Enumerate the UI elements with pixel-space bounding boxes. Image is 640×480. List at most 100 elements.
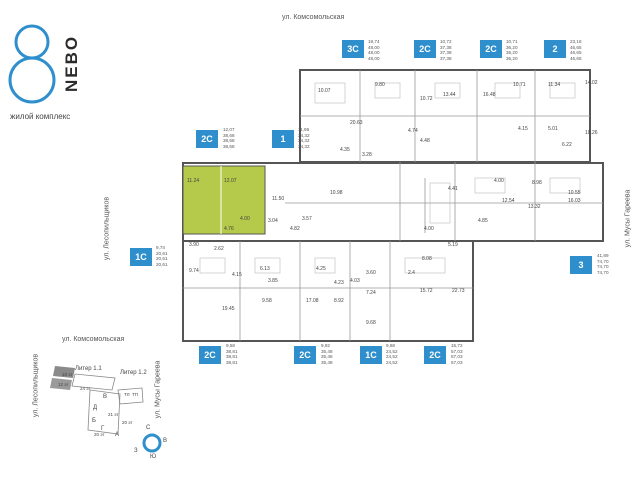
room-area: 10.26 [585, 130, 598, 136]
room-area: 13.32 [528, 204, 541, 210]
compass-east: В [163, 438, 168, 444]
apartment-badge-2c-bottom-3[interactable]: 2C [424, 346, 446, 364]
room-area: 16.48 [483, 92, 496, 98]
room-area: 6.22 [562, 142, 572, 148]
room-area: 4.85 [478, 218, 488, 224]
room-area: 4.15 [518, 126, 528, 132]
mini-floor-label: 24 эт [80, 386, 91, 391]
floor-plan [182, 69, 604, 342]
mini-floor-label: 20 эт [122, 420, 133, 425]
room-area: 10.71 [513, 82, 526, 88]
room-area: 17.08 [306, 298, 319, 304]
room-area: 4.35 [340, 147, 350, 153]
compass-north: С [146, 425, 151, 431]
room-area: 9.68 [366, 320, 376, 326]
apartment-badge-2c-bottom-2[interactable]: 2C [294, 346, 316, 364]
room-area: 3.60 [366, 270, 376, 276]
mini-building-label: Литер 1.2 [120, 370, 147, 376]
apartment-badge-2c-bottom-1[interactable]: 2C [199, 346, 221, 364]
room-area: 10.98 [330, 190, 343, 196]
mini-block-g: Г [101, 426, 105, 432]
mini-building-label: Литер 1.1 [75, 366, 102, 372]
room-area: 4.82 [290, 226, 300, 232]
room-area: 3.85 [268, 278, 278, 284]
room-area: 22.73 [452, 288, 465, 294]
site-map [50, 366, 144, 435]
room-area: 8.92 [334, 298, 344, 304]
room-area: 3.28 [362, 152, 372, 158]
room-area: 4.03 [350, 278, 360, 284]
apartment-badge-2-top[interactable]: 2 [544, 40, 566, 58]
room-area: 2.4 [408, 270, 415, 276]
apartment-badge-3c-top[interactable]: 3C [342, 40, 364, 58]
room-area: 11.34 [548, 82, 561, 88]
mini-street-right: ул. Мусы Гареева [154, 360, 162, 419]
room-area: 12.54 [502, 198, 515, 204]
street-left: ул. Лесопильщиков [103, 196, 111, 261]
room-area: 11.24 [187, 178, 200, 184]
room-area: 4.41 [448, 186, 458, 192]
room-area: 14.02 [585, 80, 598, 86]
room-area: 8.08 [422, 256, 432, 262]
room-area: 4.00 [424, 226, 434, 232]
apartment-badge-1c-left[interactable]: 1C [130, 248, 152, 266]
room-area: 4.25 [316, 266, 326, 272]
room-area: 10.07 [318, 88, 331, 94]
mini-floor-label: 10 эт [62, 372, 73, 377]
apartment-badge-1[interactable]: 1 [272, 130, 294, 148]
room-area: 13.44 [443, 92, 456, 98]
mini-block-a: А [115, 432, 120, 438]
apartment-badge-2c-left[interactable]: 2C [196, 130, 218, 148]
mini-floor-label: ТП [132, 392, 138, 397]
mini-floor-label: 20 эт [94, 432, 105, 437]
street-right: ул. Мусы Гареева [624, 189, 632, 248]
room-area: 10.55 [568, 190, 581, 196]
room-area: 16.03 [568, 198, 581, 204]
mini-street-top: ул. Комсомольская [62, 336, 125, 343]
room-area: 10.72 [420, 96, 433, 102]
room-area: 4.76 [224, 226, 234, 232]
logo-subtitle: жилой комплекс [10, 112, 71, 121]
apartment-badge-2c-top-2[interactable]: 2C [480, 40, 502, 58]
room-area: 9.74 [189, 268, 199, 274]
compass-icon [142, 433, 162, 453]
mini-floor-label: 21 эт [108, 412, 119, 417]
logo-wordmark: NEBO [62, 34, 81, 92]
room-area: 20.63 [350, 120, 363, 126]
mini-street-left: ул. Лесопильщиков [32, 353, 40, 418]
logo-eight [8, 24, 56, 104]
room-area: 4.74 [408, 128, 418, 134]
mini-floor-label: 12 эт [58, 382, 69, 387]
room-area: 6.13 [260, 266, 270, 272]
apartment-badge-2c-top-1[interactable]: 2C [414, 40, 436, 58]
room-area: 3.90 [189, 242, 199, 248]
apartment-badge-1c-bottom[interactable]: 1C [360, 346, 382, 364]
room-area: 4.00 [494, 178, 504, 184]
apartment-badge-3-right[interactable]: 3 [570, 256, 592, 274]
room-area: 9.80 [375, 82, 385, 88]
room-area: 11.50 [272, 196, 285, 202]
street-top: ул. Комсомольская [282, 14, 345, 21]
mini-floor-label: ТЛ [124, 392, 130, 397]
room-area: 12.07 [224, 178, 237, 184]
room-area: 2.62 [214, 246, 224, 252]
room-area: 15.72 [420, 288, 433, 294]
room-area: 5.01 [548, 126, 558, 132]
room-area: 5.19 [448, 242, 458, 248]
room-area: 8.98 [532, 180, 542, 186]
room-area: 3.04 [268, 218, 278, 224]
mini-block-d: Д [93, 405, 98, 411]
compass-west: З [134, 448, 138, 454]
compass-south: Ю [150, 454, 157, 460]
room-area: 19.45 [222, 306, 235, 312]
room-area: 9.58 [262, 298, 272, 304]
